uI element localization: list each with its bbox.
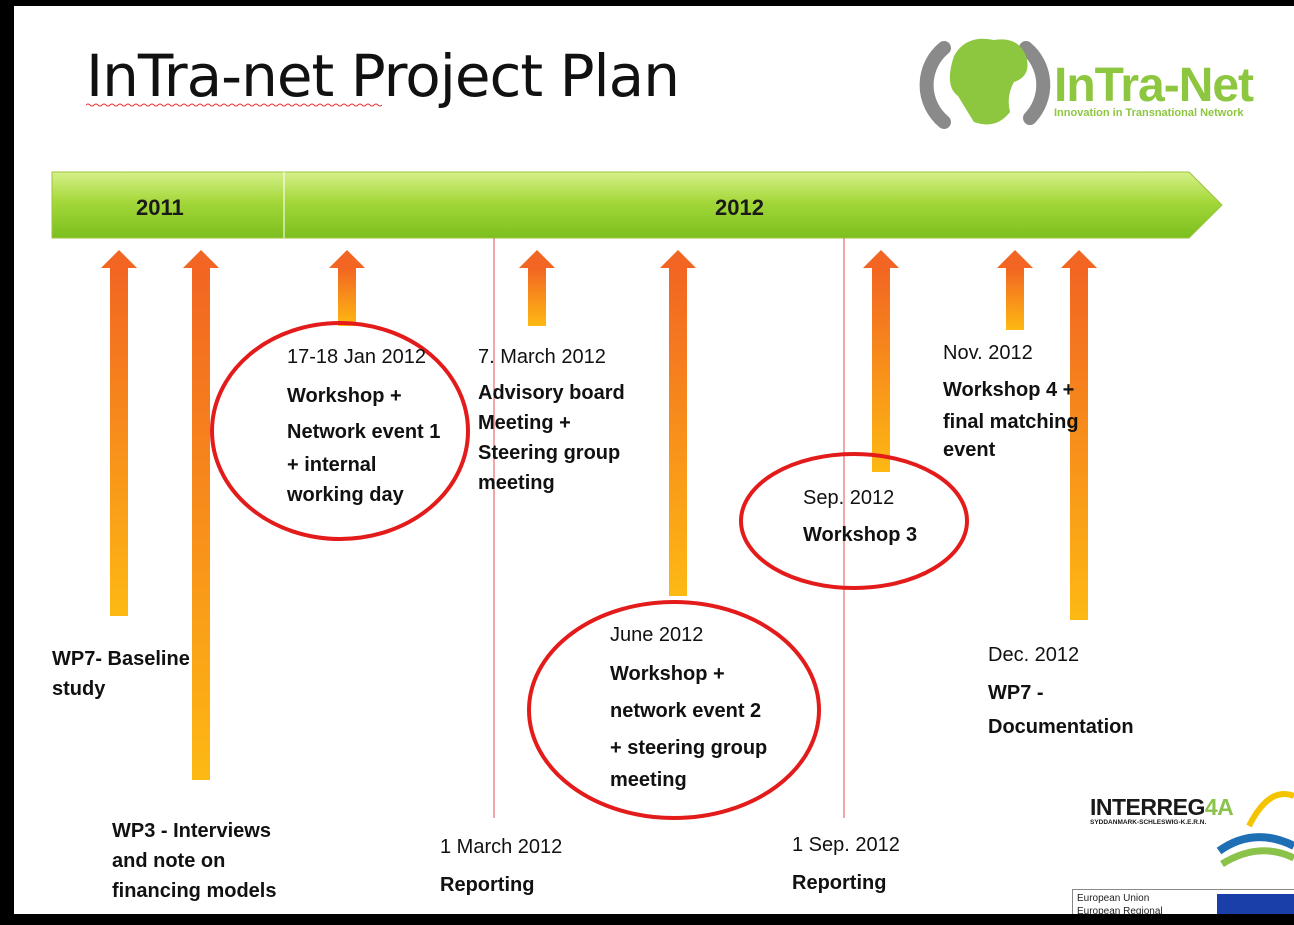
spellcheck-underline	[86, 103, 382, 107]
milestone-dec: WP7 - Documentation	[988, 682, 1134, 738]
logo-wordmark: InTra-Net	[1054, 59, 1254, 112]
year-label-2012: 2012	[715, 195, 764, 220]
highlight-circle-sep	[739, 452, 969, 590]
intranet-logo-icon	[919, 38, 1051, 129]
diagram-canvas	[51, 171, 1294, 868]
timeline-bar	[51, 171, 1223, 239]
reporting-label-sep: Reporting	[792, 872, 887, 894]
reporting-label-march: Reporting	[440, 874, 535, 896]
slide-title: InTra-net Project Plan	[86, 42, 680, 110]
year-label-2011: 2011	[136, 195, 184, 220]
interreg-region: SYDDANMARK-SCHLESWIG-K.E.R.N.	[1090, 819, 1207, 826]
slide: InTra-net Project Plan InTra-Net Innovat…	[14, 6, 1294, 914]
interreg-logo-icon	[1216, 791, 1294, 868]
eu-flag-icon	[1217, 894, 1294, 914]
milestone-date-jan: 17-18 Jan 2012	[287, 346, 427, 368]
highlight-circle-june	[527, 600, 821, 820]
milestone-date-june: June 2012	[610, 624, 704, 646]
milestone-nov: Workshop 4 + final matching event	[943, 379, 1079, 461]
arrow-jan-2012	[329, 250, 365, 326]
arrow-wp7-baseline	[101, 250, 137, 616]
milestone-march: Advisory board Meeting + Steering group …	[478, 382, 625, 494]
milestone-date-dec: Dec. 2012	[988, 644, 1080, 666]
arrow-march-2012	[519, 250, 555, 326]
arrow-june-2012	[660, 250, 696, 596]
milestone-date-nov: Nov. 2012	[943, 342, 1033, 364]
reporting-date-march: 1 March 2012	[440, 836, 563, 858]
milestone-date-march: 7. March 2012	[478, 346, 606, 368]
milestone-date-sep: Sep. 2012	[803, 487, 895, 509]
arrow-nov-2012	[997, 250, 1033, 330]
interreg-wordmark: INTERREG4A	[1090, 794, 1234, 820]
milestone-wp3-interviews: WP3 - Interviews and note on financing m…	[112, 820, 277, 902]
logo-tagline: Innovation in Transnational Network	[1054, 107, 1244, 119]
highlight-circle-jan	[210, 321, 470, 541]
eu-funding-box: European Union European Regional	[1072, 889, 1294, 914]
eu-text: European Union European Regional	[1077, 893, 1163, 914]
arrow-wp3-interviews	[183, 250, 219, 780]
milestone-jan: Workshop + Network event 1 + internal wo…	[287, 385, 441, 506]
milestone-sep: Workshop 3	[803, 524, 918, 546]
milestone-june: Workshop + network event 2 + steering gr…	[610, 663, 768, 791]
milestone-wp7-baseline: WP7- Baseline study	[52, 648, 190, 700]
arrow-dec-2012	[1061, 250, 1097, 620]
arrow-sep-2012	[863, 250, 899, 472]
reporting-date-sep: 1 Sep. 2012	[792, 834, 900, 856]
